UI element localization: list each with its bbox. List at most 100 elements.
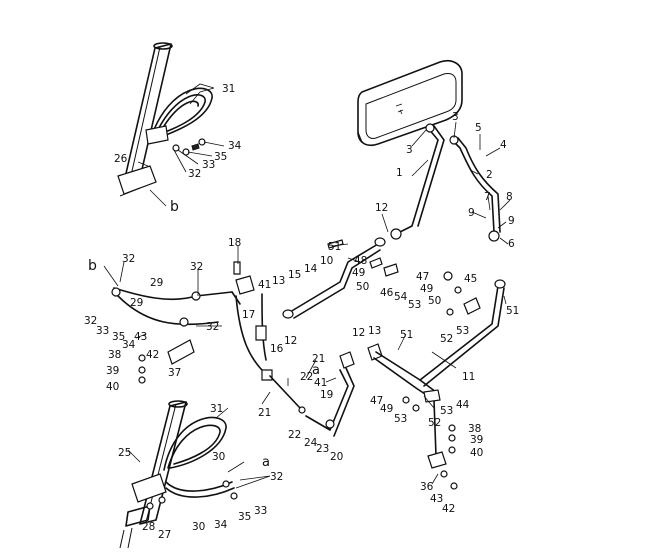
callout-12: 12: [352, 327, 365, 339]
callout-34: 34: [122, 339, 136, 351]
callout-44: 44: [456, 399, 470, 411]
pipe-11-assembly: [419, 271, 506, 387]
callout-13: 13: [272, 275, 285, 287]
callout-37: 37: [168, 367, 181, 379]
callout-40: 40: [470, 447, 483, 459]
callout-49: 49: [420, 283, 433, 295]
callout-22: 22: [288, 429, 301, 441]
callout-7: 7: [484, 191, 491, 203]
callout-51: 51: [328, 241, 341, 253]
callout-47: 47: [370, 395, 383, 407]
callout-36: 36: [420, 481, 434, 493]
upper-boom-assembly: [117, 42, 213, 197]
callout-52: 52: [428, 417, 441, 429]
pipe-19-20: [298, 343, 447, 469]
callout-18: 18: [228, 237, 241, 249]
callout-a: a: [262, 455, 270, 470]
callout-38: 38: [468, 423, 481, 435]
callout-20: 20: [330, 451, 343, 463]
callout-51: 51: [506, 305, 519, 317]
callout-43: 43: [134, 331, 147, 343]
callout-24: 24: [304, 437, 318, 449]
callout-12: 12: [375, 202, 388, 214]
callout-43: 43: [430, 493, 443, 505]
callout-53: 53: [456, 325, 469, 337]
callout-41: 41: [314, 377, 327, 389]
callout-15: 15: [288, 269, 301, 281]
callout-53: 53: [394, 413, 407, 425]
callout-4: 4: [500, 139, 507, 151]
pipe-29-assembly: [111, 261, 255, 327]
callout-32: 32: [122, 253, 135, 265]
callout-48: 48: [354, 255, 367, 267]
callout-19: 19: [320, 389, 333, 401]
callout-11: 11: [462, 371, 475, 383]
part-37: [138, 339, 195, 384]
callout-3: 3: [452, 111, 459, 123]
callout-34: 34: [228, 140, 242, 152]
callout-47: 47: [416, 271, 429, 283]
callout-32: 32: [84, 315, 97, 327]
callout-32: 32: [270, 471, 283, 483]
callout-51: 51: [400, 329, 413, 341]
callout-21: 21: [258, 407, 271, 419]
callout-52: 52: [440, 333, 453, 345]
lower-boom-assembly: [119, 400, 238, 549]
callout-10: 10: [320, 255, 333, 267]
tank-hoses: [390, 123, 501, 242]
callout-41: 41: [258, 279, 271, 291]
callout-26: 26: [114, 153, 128, 165]
callout-b: b: [170, 199, 179, 215]
callout-16: 16: [270, 343, 284, 355]
callout-40: 40: [106, 381, 119, 393]
callout-53: 53: [440, 405, 453, 417]
callout-27: 27: [158, 529, 171, 541]
callout-35: 35: [112, 331, 125, 343]
callout-17: 17: [242, 309, 255, 321]
callout-42: 42: [442, 503, 455, 515]
callout-9: 9: [508, 215, 515, 227]
callout-32: 32: [206, 321, 219, 333]
callout-9: 9: [468, 207, 475, 219]
hose-16-17: [235, 293, 301, 409]
callout-21: 21: [312, 353, 325, 365]
callout-34: 34: [214, 519, 228, 531]
callout-31: 31: [210, 403, 223, 415]
callout-labels: 31 34 35 33 32 26 b 3 3 5 4 1 2 7 8 9 9 …: [84, 83, 519, 541]
tank: [357, 59, 463, 147]
callout-49: 49: [352, 267, 365, 279]
callout-39: 39: [106, 365, 119, 377]
callout-50: 50: [428, 295, 441, 307]
callout-12: 12: [284, 335, 297, 347]
callout-28: 28: [142, 521, 155, 533]
callout-13: 13: [368, 325, 381, 337]
callout-32: 32: [188, 168, 201, 180]
callout-30: 30: [212, 451, 225, 463]
callout-45: 45: [464, 273, 477, 285]
bolt-stack: [402, 396, 458, 490]
callout-33: 33: [202, 159, 215, 171]
callout-1: 1: [396, 167, 403, 179]
callout-30: 30: [192, 521, 205, 533]
callout-35: 35: [214, 151, 227, 163]
leader-lines: [103, 83, 511, 489]
callout-22: 22: [300, 371, 313, 383]
callout-35: 35: [238, 511, 251, 523]
callout-6: 6: [508, 238, 515, 250]
callout-29: 29: [150, 277, 163, 289]
callout-42: 42: [146, 349, 159, 361]
callout-25: 25: [118, 447, 131, 459]
callout-33: 33: [96, 325, 109, 337]
callout-54: 54: [394, 291, 408, 303]
callout-32: 32: [190, 261, 203, 273]
callout-49: 49: [380, 403, 393, 415]
callout-46: 46: [380, 287, 394, 299]
callout-14: 14: [304, 263, 318, 275]
callout-5: 5: [475, 122, 482, 134]
callout-8: 8: [506, 191, 513, 203]
callout-23: 23: [316, 443, 329, 455]
callout-50: 50: [356, 281, 369, 293]
callout-53: 53: [408, 299, 421, 311]
callout-29: 29: [130, 297, 143, 309]
